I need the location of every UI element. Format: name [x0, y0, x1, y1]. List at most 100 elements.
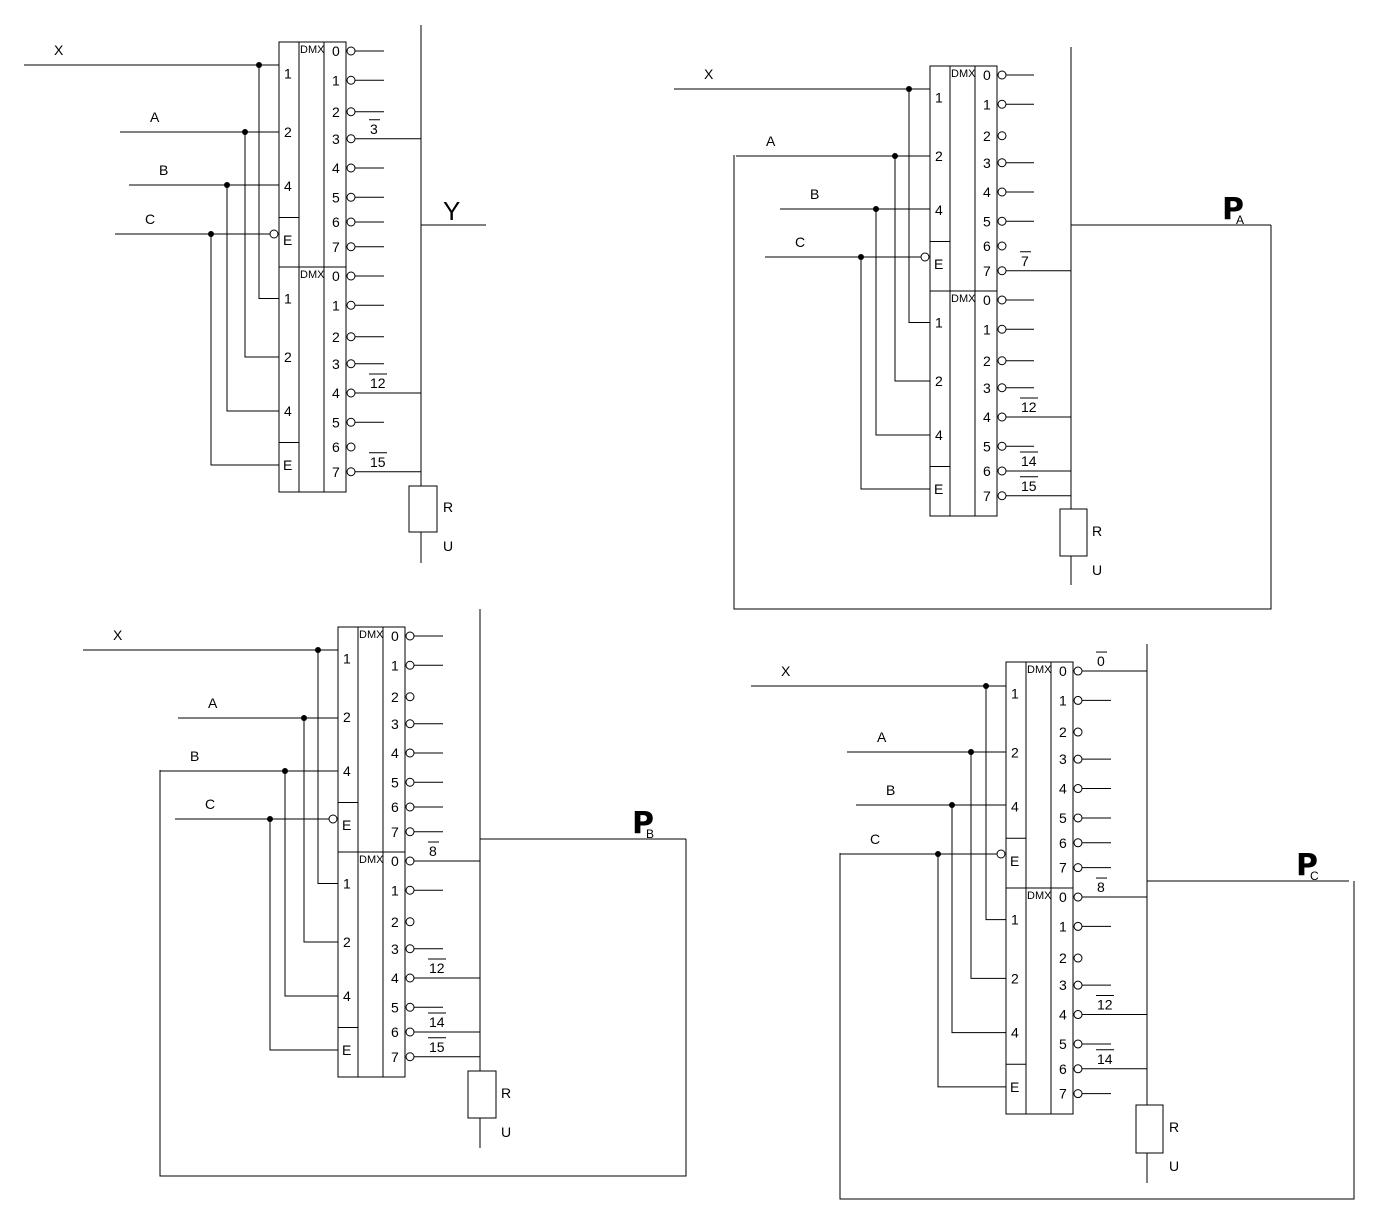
input-pin-label: 1 [1011, 686, 1019, 702]
inverting-output-bubble [346, 359, 356, 369]
inverting-output-bubble [1073, 727, 1083, 737]
output-pin-label: 0 [332, 43, 340, 59]
input-c-branch [269, 819, 338, 1051]
output-pin-label: 7 [332, 239, 340, 255]
complement-term-label: 8 [429, 843, 437, 859]
inverting-output-bubble [1073, 953, 1083, 963]
input-a-label: A [150, 109, 160, 125]
input-pin-label: 1 [935, 90, 943, 106]
input-x-label: X [54, 42, 64, 58]
inverting-output-bubble [405, 1052, 415, 1062]
demux-title: DMX [951, 293, 976, 305]
inverting-output-bubble [997, 412, 1007, 422]
output-pin-label: 1 [983, 321, 991, 337]
input-pin-label: 4 [1011, 799, 1019, 815]
demux-title: DMX [951, 68, 976, 80]
output-pin-label: 2 [1059, 724, 1067, 740]
input-pin-label: 4 [343, 763, 351, 779]
inverting-output-bubble [997, 187, 1007, 197]
output-pin-label: 3 [983, 380, 991, 396]
complement-term-label: 3 [370, 121, 378, 137]
output-pin-label: 5 [1059, 810, 1067, 826]
inverting-output-bubble [405, 719, 415, 729]
complement-term-label: 15 [1021, 478, 1037, 494]
inverting-output-bubble [997, 158, 1007, 168]
input-x-branch [317, 650, 338, 884]
enable-inverting-bubble [920, 252, 930, 262]
inverting-output-bubble [405, 973, 415, 983]
output-pin-label: 4 [332, 160, 340, 176]
pull-resistor [1135, 1104, 1164, 1154]
inverting-output-bubble [1073, 754, 1083, 764]
output-pin-label: 2 [391, 914, 399, 930]
complement-term-label: 15 [429, 1039, 445, 1055]
output-pin-label: 7 [391, 824, 399, 840]
output-pin-label: 7 [983, 263, 991, 279]
output-pin-label: 5 [983, 438, 991, 454]
input-x-label: X [781, 663, 791, 679]
inverting-output-bubble [405, 802, 415, 812]
enable-pin-label: E [283, 232, 292, 248]
input-x-label: X [704, 66, 714, 82]
output-pin-label: 1 [1059, 918, 1067, 934]
input-c-branch [210, 234, 279, 466]
input-x-branch [258, 65, 279, 299]
input-x-branch [985, 686, 1006, 921]
inverting-output-bubble [1073, 1064, 1083, 1074]
input-b-label: B [886, 782, 895, 798]
inverting-output-bubble [1073, 695, 1083, 705]
output-pin-label: 4 [391, 745, 399, 761]
inverting-output-bubble [997, 295, 1007, 305]
inverting-output-bubble [346, 300, 356, 310]
output-pin-label: 7 [391, 1049, 399, 1065]
feedback-frame [839, 853, 1355, 1200]
inverting-output-bubble [1073, 892, 1083, 902]
demux-title: DMX [359, 629, 384, 641]
inverting-output-bubble [405, 1002, 415, 1012]
circuit-pc: DMXE124001234567DMXE1240812341256147PCXA… [751, 644, 1355, 1200]
inverting-output-bubble [997, 70, 1007, 80]
inverting-output-bubble [346, 217, 356, 227]
inverting-output-bubble [997, 491, 1007, 501]
input-pin-label: 2 [935, 373, 943, 389]
inverting-output-bubble [1073, 921, 1083, 931]
inverting-output-bubble [997, 241, 1007, 251]
input-a-label: A [766, 133, 776, 149]
input-pin-label: 2 [935, 148, 943, 164]
inverting-output-bubble [405, 885, 415, 895]
feedback-frame [733, 155, 1272, 610]
inverting-output-bubble [1073, 813, 1083, 823]
output-pin-label: 6 [332, 214, 340, 230]
output-pin-label: 6 [983, 463, 991, 479]
input-c-label: C [145, 211, 155, 227]
input-x-label: X [113, 627, 123, 643]
output-pin-label: 0 [391, 853, 399, 869]
enable-pin-label: E [342, 817, 351, 833]
enable-pin-label: E [283, 457, 292, 473]
output-pin-label: 6 [983, 238, 991, 254]
input-b-label: B [190, 748, 199, 764]
inverting-output-bubble [405, 856, 415, 866]
output-pin-label: 7 [1059, 860, 1067, 876]
complement-term-label: 8 [1097, 879, 1105, 895]
input-a-label: A [877, 729, 887, 745]
inverting-output-bubble [997, 216, 1007, 226]
output-pin-label: 3 [1059, 977, 1067, 993]
output-pin-label: 5 [391, 774, 399, 790]
output-pin-label: 6 [1059, 835, 1067, 851]
output-label: P [632, 806, 654, 841]
inverting-output-bubble [346, 134, 356, 144]
input-a-branch [894, 156, 930, 382]
output-pin-label: 1 [1059, 692, 1067, 708]
output-pin-label: 3 [332, 356, 340, 372]
resistor-label: R [443, 499, 453, 515]
inverting-output-bubble [346, 107, 356, 117]
inverting-output-bubble [346, 332, 356, 342]
input-pin-label: 1 [284, 66, 292, 82]
inverting-output-bubble [346, 417, 356, 427]
input-a-branch [970, 752, 1006, 979]
output-pin-label: 2 [332, 329, 340, 345]
